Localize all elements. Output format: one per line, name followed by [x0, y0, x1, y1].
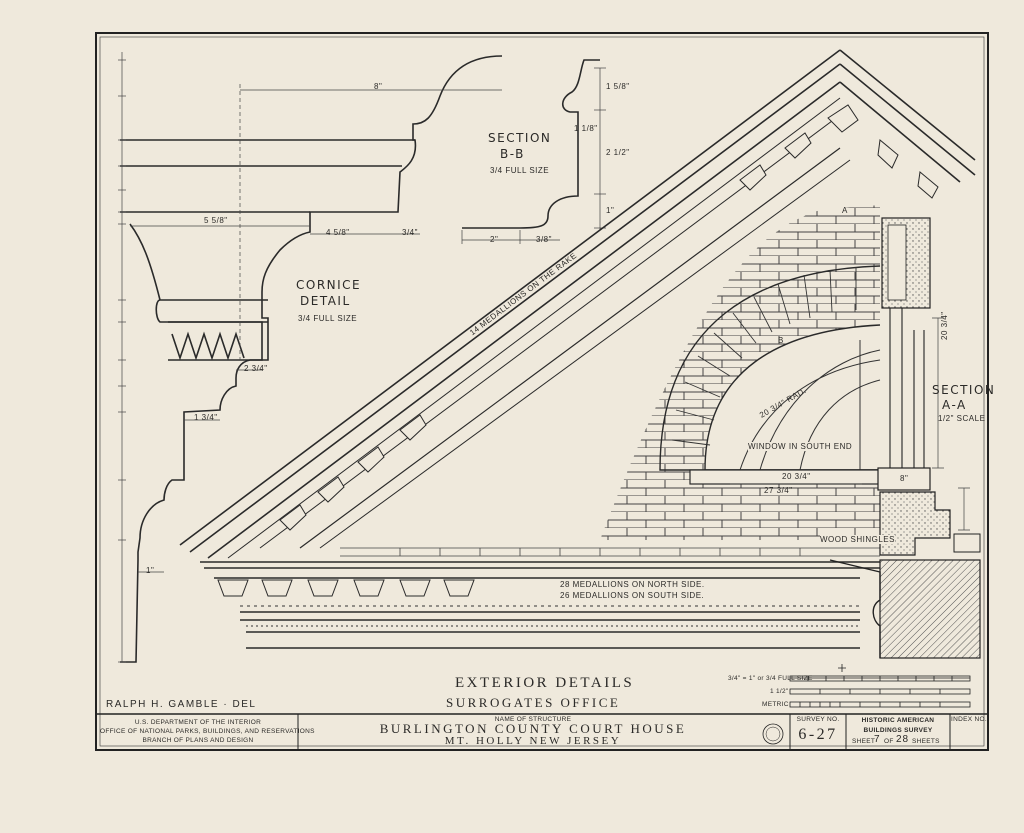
cornice-dim-2-3-4: 2 3/4": [244, 364, 268, 373]
window-dim-20-3-4: 20 3/4": [782, 472, 811, 481]
north-medallion-note: 28 MEDALLIONS ON NORTH SIDE.: [560, 580, 705, 589]
scale-label-2: 1 1/2": [770, 688, 789, 695]
sheet-total: 28: [896, 734, 910, 745]
section-aa: [829, 217, 981, 659]
structure-location: MT. HOLLY NEW JERSEY: [444, 735, 622, 747]
section-bb-dim-2: 2": [490, 235, 499, 244]
cornice-dim-3-4: 3/4": [402, 228, 418, 237]
cornice-dim-8: 8": [374, 82, 383, 91]
sheets-label: SHEETS: [912, 738, 940, 745]
section-aa-dim-8: 8": [900, 474, 909, 483]
section-bb-dim-1-5-8: 1 5/8": [606, 82, 630, 91]
south-medallion-note: 26 MEDALLIONS ON SOUTH SIDE.: [560, 591, 705, 600]
cornice-dim-1: 1": [146, 566, 155, 575]
section-aa-title-line2: A-A: [942, 398, 967, 412]
habs-line1: HISTORIC AMERICAN: [861, 717, 935, 724]
section-bb-dim-1: 1": [606, 206, 615, 215]
cornice-title-line2: DETAIL: [300, 294, 351, 308]
window-label: WINDOW IN SOUTH END: [748, 442, 853, 451]
marker-b: B: [778, 336, 784, 345]
cornice-dimensions: [118, 52, 502, 663]
section-bb-dim-3-8: 3/8": [536, 235, 552, 244]
section-bb-profile: [462, 59, 600, 229]
cornice-scale: 3/4 FULL SIZE: [298, 314, 358, 323]
section-bb-dimensions: [461, 67, 606, 244]
sheet-border: [95, 32, 989, 751]
section-aa-dim-20-3-4: 20 3/4": [940, 311, 949, 340]
index-caption: INDEX NO.: [951, 716, 987, 723]
cornice-dim-5-5-8: 5 5/8": [204, 216, 228, 225]
section-bb-dim-1-1-8: 1 1/8": [574, 124, 598, 133]
drawing-subtitle: SURROGATES OFFICE: [446, 695, 621, 710]
habs-line2: BUILDINGS SURVEY: [863, 727, 933, 734]
drawing-title: EXTERIOR DETAILS: [455, 675, 635, 691]
scale-bars: [789, 664, 971, 708]
window-dim-27-3-4: 27 3/4": [764, 486, 793, 495]
section-aa-title-line1: SECTION: [932, 383, 996, 397]
cornice-profile: [120, 55, 503, 663]
agency-line1: U.S. DEPARTMENT OF THE INTERIOR: [134, 719, 262, 726]
wood-shingles-label: WOOD SHINGLES: [820, 535, 895, 544]
survey-number: 6-27: [798, 726, 838, 743]
structure-name: BURLINGTON COUNTY COURT HOUSE: [379, 721, 687, 736]
survey-caption: SURVEY NO.: [796, 716, 840, 723]
sheet-of: OF: [884, 738, 894, 745]
cornice-dim-4-5-8: 4 5/8": [326, 228, 350, 237]
scale-label-3: METRIC: [762, 701, 789, 708]
agency-line2: OFFICE OF NATIONAL PARKS, BUILDINGS, AND…: [100, 728, 315, 735]
pediment-elevation: [179, 49, 976, 649]
agency-line3: BRANCH OF PLANS AND DESIGN: [142, 737, 254, 744]
marker-a: A: [842, 206, 848, 215]
horizontal-medallions: [217, 579, 475, 597]
sheet-number: 7: [874, 734, 881, 745]
cornice-title-line1: CORNICE: [296, 278, 362, 292]
section-bb-title-line2: B-B: [500, 147, 525, 161]
section-aa-scale: 1/2" SCALE: [938, 414, 986, 423]
section-bb-scale: 3/4 FULL SIZE: [490, 166, 550, 175]
cornice-dim-1-3-4: 1 3/4": [194, 413, 218, 422]
scale-label-1: 3/4" = 1" or 3/4 FULL SIZE: [728, 675, 813, 682]
delineator: RALPH H. GAMBLE · DEL: [106, 699, 257, 710]
section-bb-dim-2-1-2: 2 1/2": [606, 148, 630, 157]
sheet-label: SHEET: [852, 738, 876, 745]
structure-name-caption: NAME OF STRUCTURE: [494, 716, 572, 723]
section-bb-title-line1: SECTION: [488, 131, 552, 145]
rake-medallions: [279, 104, 939, 531]
title-block: [96, 713, 988, 750]
